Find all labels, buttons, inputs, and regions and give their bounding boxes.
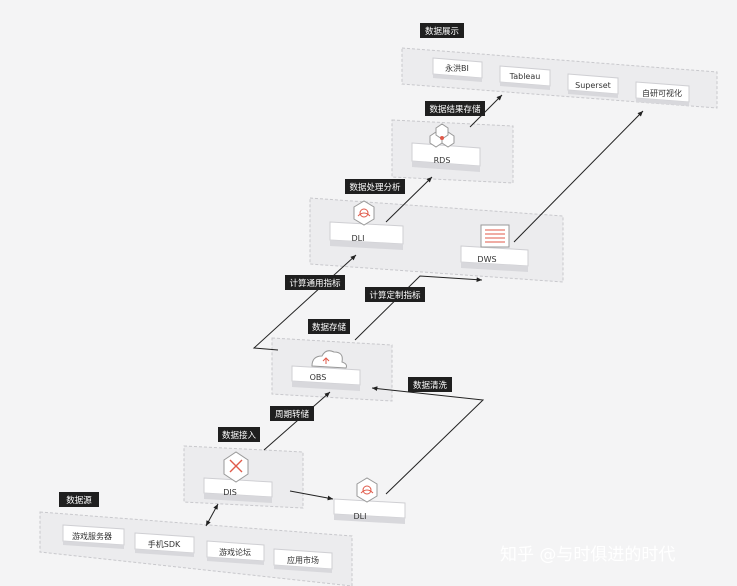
display-title-tag: 数据展示 — [420, 23, 464, 38]
edge-label-text: 计算定制指标 — [369, 290, 421, 301]
arrow-rds-to-display — [469, 94, 503, 128]
display-item-label: Superset — [575, 81, 611, 90]
edge-label-text: 数据清洗 — [413, 380, 448, 391]
display-item-label: Tableau — [509, 72, 541, 81]
arrow-dli-to-rds — [385, 176, 433, 223]
edge-label-custom-metrics: 计算定制指标 — [365, 287, 425, 302]
dis-icon — [223, 451, 249, 483]
display-item-label: 永洪BI — [445, 63, 469, 73]
arrow-dis-to-dli-clean — [289, 490, 334, 501]
processing-layer: DLI DWS 数据处理分析 — [309, 179, 564, 283]
edge-label-text: 周期转储 — [275, 409, 310, 420]
obs-icon — [311, 350, 347, 369]
display-title: 数据展示 — [425, 26, 459, 37]
processing-title-tag: 数据处理分析 — [345, 179, 405, 194]
dli-icon — [353, 200, 375, 226]
arrow-dws-to-display — [513, 110, 644, 243]
source-item-label: 手机SDK — [148, 539, 181, 549]
display-item-label: 自研可视化 — [642, 88, 682, 98]
source-item-app-market[interactable]: 应用市场 — [273, 548, 333, 573]
edge-label-common-metrics: 计算通用指标 — [285, 275, 345, 290]
obs-node[interactable]: OBS — [291, 350, 361, 391]
dli-clean-node[interactable]: DLI — [333, 477, 406, 524]
dws-icon — [480, 224, 510, 248]
storage-title-tag: 数据存储 — [308, 319, 350, 334]
source-item-label: 游戏服务器 — [72, 531, 112, 541]
dli-clean-icon — [356, 477, 378, 503]
source-item-label: 应用市场 — [287, 555, 319, 565]
source-title: 数据源 — [66, 495, 92, 506]
dis-node[interactable]: DIS — [203, 451, 273, 503]
edge-label-periodic-dump: 周期转储 — [270, 406, 314, 421]
ingest-layer: DIS 数据接入 — [183, 427, 304, 509]
source-item-game-server[interactable]: 游戏服务器 — [62, 524, 125, 549]
arrow-obs-to-dli — [252, 254, 357, 351]
display-item-tableau[interactable]: Tableau — [499, 65, 551, 90]
arrow-source-to-dis — [205, 503, 219, 527]
rds-node[interactable]: RDS — [411, 123, 481, 172]
obs-label: OBS — [310, 373, 327, 382]
display-item-superset[interactable]: Superset — [567, 73, 619, 98]
storage-title: 数据存储 — [312, 322, 347, 333]
processing-title: 数据处理分析 — [349, 182, 401, 193]
edge-label-text: 计算通用指标 — [289, 278, 341, 289]
result-storage-title: 数据结果存储 — [429, 104, 481, 115]
source-layer: 游戏服务器 手机SDK 游戏论坛 应用市场 数据源 — [39, 492, 353, 586]
dis-label: DIS — [223, 488, 237, 497]
dws-label: DWS — [477, 255, 496, 264]
ingest-title: 数据接入 — [222, 430, 257, 441]
source-title-tag: 数据源 — [59, 492, 99, 507]
result-storage-layer: RDS 数据结果存储 — [391, 101, 514, 184]
ingest-title-tag: 数据接入 — [218, 427, 260, 442]
edge-label-data-cleaning: 数据清洗 — [408, 377, 452, 392]
display-layer: 永洪BI Tableau Superset 自研可视化 数据展示 — [401, 23, 718, 109]
storage-layer: OBS 数据存储 — [271, 319, 393, 402]
dli-processing-label: DLI — [352, 234, 365, 243]
source-item-mobile-sdk[interactable]: 手机SDK — [134, 532, 195, 557]
watermark-text: 知乎 @与时俱进的时代 — [500, 545, 675, 565]
source-item-label: 游戏论坛 — [219, 547, 251, 557]
rds-icon — [429, 123, 455, 148]
dli-processing-node[interactable]: DLI — [329, 200, 404, 250]
result-storage-title-tag: 数据结果存储 — [425, 101, 485, 116]
dli-clean-label: DLI — [354, 512, 367, 521]
rds-label: RDS — [434, 156, 451, 165]
arrow-dli-clean-to-obs — [371, 386, 485, 495]
display-item-self-viz[interactable]: 自研可视化 — [635, 81, 690, 106]
dws-node[interactable]: DWS — [460, 224, 529, 272]
arrow-obs-to-dws — [354, 275, 483, 341]
source-item-game-forum[interactable]: 游戏论坛 — [206, 540, 265, 565]
display-item-yonghong[interactable]: 永洪BI — [432, 57, 483, 82]
